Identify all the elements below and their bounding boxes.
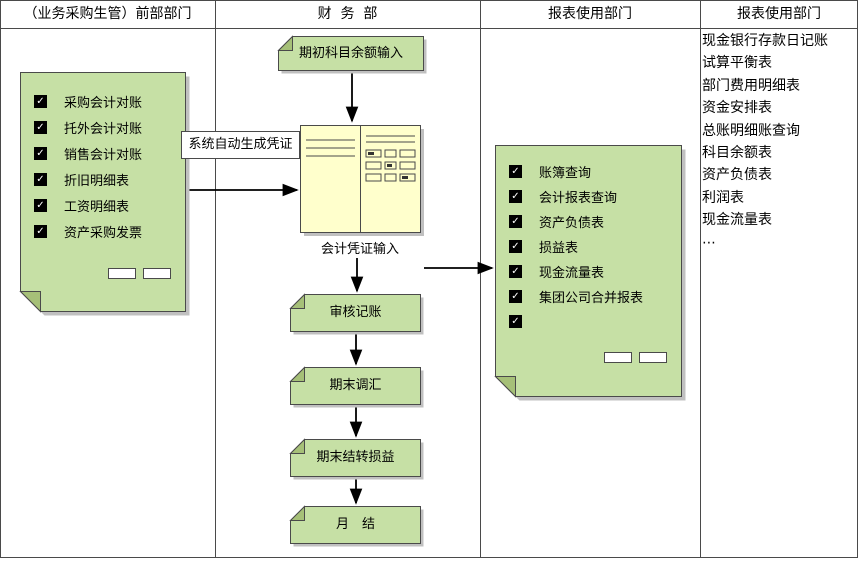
report-dept-checklist-note: ✓ 账簿查询 ✓ 会计报表查询 ✓ 资产负债表 ✓ 损益表 ✓ 现金流量表 ✓ 集团公司合并… bbox=[494, 145, 686, 401]
checkbox-checked-icon: ✓ bbox=[509, 190, 522, 203]
fold-corner bbox=[494, 376, 516, 398]
note-tab-rect bbox=[143, 268, 171, 279]
check-item-label: 资产采购发票 bbox=[64, 225, 143, 241]
list-item: ⋯ bbox=[702, 234, 716, 251]
check-item: ✓ 托外会计对账 bbox=[20, 114, 186, 140]
check-item-label: 托外会计对账 bbox=[64, 121, 143, 137]
check-item: ✓ 采购会计对账 bbox=[20, 88, 186, 114]
note-tab-rect bbox=[639, 352, 667, 363]
fold-corner bbox=[289, 438, 305, 454]
check-item-label: 现金流量表 bbox=[539, 266, 605, 281]
check-item-label: 会计报表查询 bbox=[539, 191, 618, 206]
check-item-label: 折旧明细表 bbox=[64, 173, 130, 189]
note-tab-rect bbox=[108, 268, 136, 279]
column-header-report-dept: 报表使用部门 bbox=[548, 6, 632, 22]
check-item-label: 集团公司合并报表 bbox=[539, 291, 644, 306]
note-tabs bbox=[108, 268, 171, 279]
period-end-carryover-card: 期末结转损益 bbox=[289, 438, 424, 480]
checkbox-checked-icon: ✓ bbox=[509, 240, 522, 253]
column-header-report-list: 报表使用部门 bbox=[737, 6, 821, 22]
check-item-label: 损益表 bbox=[539, 241, 579, 256]
check-item-label: 资产负债表 bbox=[539, 216, 605, 231]
check-item-label: 账簿查询 bbox=[539, 166, 592, 181]
check-item-label: 销售会计对账 bbox=[64, 147, 143, 163]
check-item: ✓ 工资明细表 bbox=[20, 192, 186, 218]
note-tabs bbox=[604, 352, 667, 363]
check-item: ✓ 折旧明细表 bbox=[20, 166, 186, 192]
list-item: 现金流量表 bbox=[702, 212, 772, 229]
checkbox-checked-icon: ✓ bbox=[509, 165, 522, 178]
check-item: ✓ 账簿查询 bbox=[495, 159, 682, 184]
audit-posting-card: 审核记账 bbox=[289, 293, 424, 335]
card-label: 月 结 bbox=[335, 517, 375, 532]
fold-corner bbox=[277, 35, 293, 51]
checkbox-checked-icon: ✓ bbox=[509, 265, 522, 278]
card-shape-background bbox=[289, 438, 424, 480]
auto-voucher-callout: 系统自动生成凭证 bbox=[181, 131, 300, 159]
list-item: 部门费用明细表 bbox=[702, 77, 800, 94]
card-shape-background bbox=[289, 505, 424, 547]
column-divider bbox=[480, 0, 481, 558]
front-dept-checklist-note: ✓ 采购会计对账 ✓ 托外会计对账 ✓ 销售会计对账 ✓ 折旧明细表 ✓ 工资明细表 ✓ 资… bbox=[19, 72, 190, 316]
note-shape-background bbox=[19, 72, 190, 316]
card-label: 期末调汇 bbox=[329, 378, 382, 393]
list-item: 利润表 bbox=[702, 189, 744, 206]
column-divider bbox=[700, 0, 701, 558]
card-shape-background bbox=[289, 366, 424, 408]
card-shape-background bbox=[289, 293, 424, 335]
check-item: ✓ 资产负债表 bbox=[495, 209, 682, 234]
checkbox-checked-icon: ✓ bbox=[34, 198, 47, 212]
checkbox-checked-icon: ✓ bbox=[34, 172, 47, 186]
check-item: ✓ 会计报表查询 bbox=[495, 184, 682, 209]
list-item: 资产负债表 bbox=[702, 167, 772, 184]
list-item: 科目余额表 bbox=[702, 145, 772, 162]
check-item: ✓ 现金流量表 bbox=[495, 259, 682, 284]
checkbox-checked-icon: ✓ bbox=[34, 224, 47, 238]
header-divider-line bbox=[0, 28, 858, 29]
card-label: 审核记账 bbox=[329, 305, 382, 320]
note-shape-background bbox=[494, 145, 686, 401]
checkbox-checked-icon: ✓ bbox=[509, 315, 522, 328]
check-item: ✓ 资产采购发票 bbox=[20, 218, 186, 244]
initial-balance-card: 期初科目余额输入 bbox=[277, 35, 427, 74]
monthly-close-card: 月 结 bbox=[289, 505, 424, 547]
checkbox-checked-icon: ✓ bbox=[509, 290, 522, 303]
column-header-front-dept: （业务采购生管）前部部门 bbox=[23, 6, 192, 22]
fold-corner bbox=[289, 366, 305, 382]
column-header-finance: 财 务 部 bbox=[317, 6, 378, 22]
check-item: ✓ 集团公司合并报表 bbox=[495, 284, 682, 309]
check-item: ✓ 损益表 bbox=[495, 234, 682, 259]
check-item-label: 采购会计对账 bbox=[64, 95, 143, 111]
note-tab-rect bbox=[604, 352, 632, 363]
checkbox-checked-icon: ✓ bbox=[34, 94, 47, 108]
fold-corner bbox=[289, 293, 305, 309]
list-item: 总账明细账查询 bbox=[702, 122, 800, 139]
period-end-fx-card: 期末调汇 bbox=[289, 366, 424, 408]
check-item-label: 工资明细表 bbox=[64, 199, 130, 215]
voucher-input-label: 会计凭证输入 bbox=[320, 242, 399, 257]
list-item: 试算平衡表 bbox=[702, 55, 772, 72]
card-label: 期初科目余额输入 bbox=[298, 46, 403, 61]
check-item: ✓ bbox=[495, 309, 682, 334]
check-item: ✓ 销售会计对账 bbox=[20, 140, 186, 166]
checkbox-checked-icon: ✓ bbox=[509, 215, 522, 228]
card-shape-background bbox=[277, 35, 427, 74]
list-item: 资金安排表 bbox=[702, 100, 772, 117]
fold-corner bbox=[289, 505, 305, 521]
column-divider bbox=[215, 0, 216, 558]
card-label: 期末结转损益 bbox=[316, 450, 395, 465]
checkbox-checked-icon: ✓ bbox=[34, 146, 47, 160]
fold-corner bbox=[19, 291, 41, 313]
ledger-icon bbox=[300, 125, 424, 236]
ledger-graphic bbox=[300, 125, 424, 236]
list-item: 现金银行存款日记账 bbox=[702, 33, 828, 49]
report-list: 现金银行存款日记账 试算平衡表 部门费用明细表 资金安排表 总账明细账查询 科目… bbox=[702, 30, 856, 254]
checkbox-checked-icon: ✓ bbox=[34, 120, 47, 134]
